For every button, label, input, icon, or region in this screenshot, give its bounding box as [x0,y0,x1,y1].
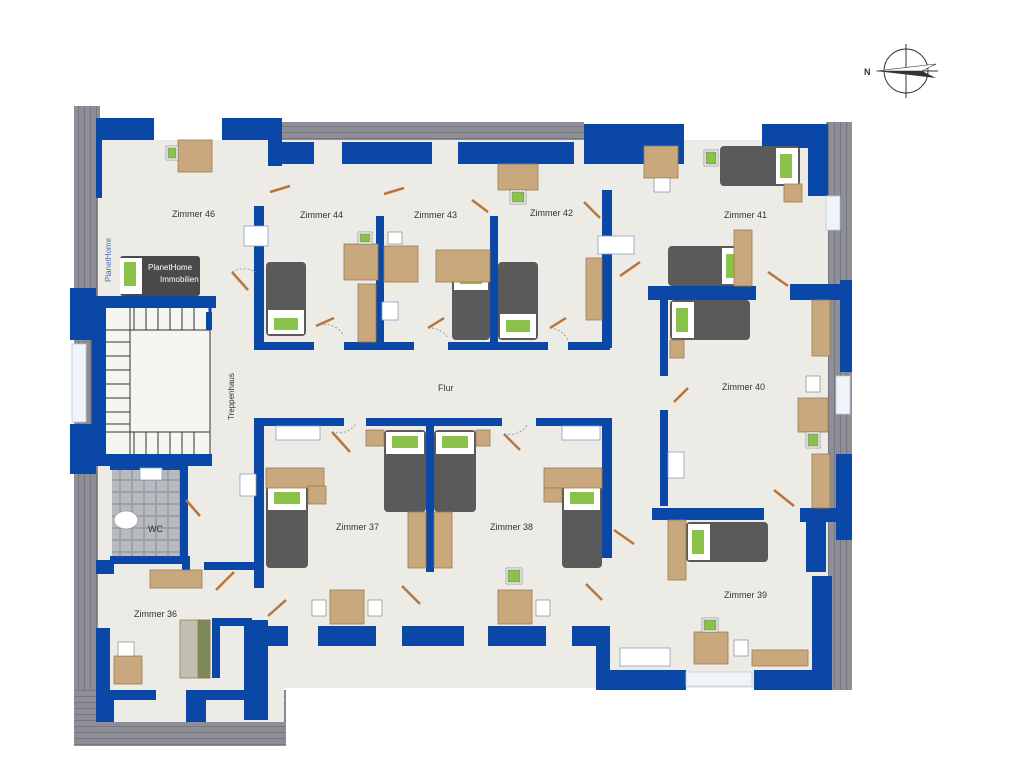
staircase [91,305,212,457]
room-label-40: Zimmer 40 [722,382,765,392]
compass-rose [875,44,938,98]
beds [120,146,800,568]
room-label-43: Zimmer 43 [414,210,457,220]
compass-north-label: N [864,67,871,77]
sinks [113,225,685,667]
room-label-41: Zimmer 41 [724,210,767,220]
room-label-44: Zimmer 44 [300,210,343,220]
logo-text: PlanetHome [148,263,193,272]
furniture [113,139,831,685]
doors [185,184,795,617]
room-label-36: Zimmer 36 [134,609,177,619]
room-label-46: Zimmer 46 [172,209,215,219]
chairs [117,145,821,657]
door-swings [231,268,569,435]
room-label-37: Zimmer 37 [336,522,379,532]
side-brand-text: PlanetHome [104,237,113,282]
windows [71,195,851,687]
room-label-39: Zimmer 39 [724,590,767,600]
room-label-42: Zimmer 42 [530,208,573,218]
corridor-label: Flur [438,383,454,393]
logo-subtext: Immobilien [160,275,199,284]
wc-label: WC [148,524,163,534]
walls [70,118,852,722]
room-label-38: Zimmer 38 [490,522,533,532]
stairwell-label: Treppenhaus [227,373,236,420]
